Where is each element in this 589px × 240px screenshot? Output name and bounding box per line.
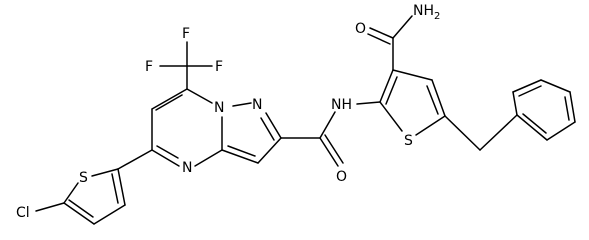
bond-camide-nh [319, 111, 336, 139]
bond-camide-o [319, 137, 339, 167]
bond-c5-c2lt [117, 149, 153, 170]
label-carboxamide-o: O [355, 21, 366, 37]
bond-ph-1-2 [512, 91, 518, 116]
bond-s-c2t [379, 101, 403, 132]
bond-c5-n4 [151, 149, 180, 167]
label-thiophene-s-right: S [404, 133, 413, 149]
bond-ccarb-nh2 [392, 15, 413, 39]
bond-c2lt-c3lt-inner [111, 173, 119, 204]
bond-c3t-c4t [392, 69, 433, 81]
bond-n1-c2 [265, 112, 282, 139]
bond-ch2-ph [479, 114, 518, 151]
bond-c4t-c5t [431, 79, 446, 117]
bond-ph-2-3 [512, 79, 542, 93]
bond-n1-c2-inner [260, 117, 275, 141]
bond-ph-4-5 [569, 91, 576, 123]
label-thiophene-s-left: S [79, 170, 88, 186]
structure-drawing: F F F Cl S N N N NH O S O NH2 [16, 3, 576, 225]
label-carboxamide-subscript: 2 [434, 11, 440, 22]
bond-c7-c6-inner [155, 94, 183, 111]
bond-n4-c3a [194, 149, 223, 167]
bond-ph-6-1 [516, 114, 548, 141]
label-f-right: F [215, 59, 223, 75]
bond-c5lt-s [63, 182, 79, 204]
bond-ph-3-4 [540, 79, 571, 93]
bond-c4lt-c5lt [63, 202, 95, 225]
bond-c3-c3a [221, 149, 259, 164]
label-f-left: F [145, 59, 153, 75]
bond-c2t-c3t [379, 69, 394, 103]
bond-c2lt-c3lt [117, 168, 126, 206]
atom-labels: F F F Cl S N N N NH O S O NH2 [16, 3, 440, 221]
bond-c5t-ch2 [444, 115, 481, 151]
bond-c2-c3 [257, 137, 282, 164]
bond-c7-c6 [151, 88, 188, 110]
label-carboxamide-nh2: NH2 [413, 3, 440, 22]
bond-ph-6-1-inner [522, 113, 547, 134]
bond-c3-c3a-inner [227, 145, 256, 157]
label-f-top: F [182, 26, 190, 42]
molecule-diagram: F F F Cl S N N N NH O S O NH2 [16, 3, 576, 225]
bond-c4t-c5t-inner [426, 85, 439, 115]
bond-ph-4-5-inner [564, 96, 570, 121]
label-bridgehead-n: N [214, 100, 224, 116]
label-pyrimidine-n: N [182, 160, 192, 176]
bond-c4lt-c5lt-inner [68, 199, 94, 218]
label-amide-o: O [336, 169, 347, 185]
bond-c5lt-cl [35, 202, 65, 212]
bond-c5-n4-inner [156, 145, 179, 159]
label-pyrazole-n: N [252, 97, 262, 113]
bond-camide-o-2 [324, 134, 344, 164]
bond-c2t-c3t-inner [385, 76, 398, 105]
bond-ph-5-6 [546, 121, 576, 141]
bond-nh-thiophene [356, 101, 381, 105]
bond-c5t-s [415, 115, 446, 136]
bond-n7a-c7 [186, 88, 213, 104]
label-chloro: Cl [16, 205, 30, 221]
bond-s-c2lt [91, 168, 119, 177]
label-amide-nh: NH [331, 97, 352, 113]
bond-ph-2-3-inner [518, 85, 542, 97]
bond-c3lt-c4lt [93, 204, 126, 225]
bond-ccarb-o [369, 27, 394, 39]
bond-n7a-n1 [232, 102, 252, 107]
bonds [35, 15, 576, 225]
label-carboxamide-nh: NH [413, 3, 434, 19]
bond-ccarb-o-2 [367, 33, 391, 45]
